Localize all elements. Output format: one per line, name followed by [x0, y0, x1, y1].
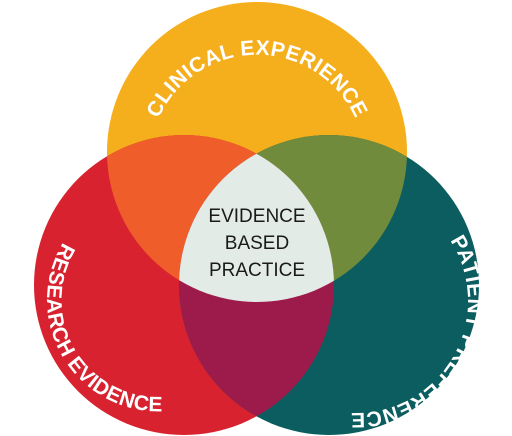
center-label-line-3: PRACTICE [209, 260, 305, 281]
center-label-line-2: BASED [225, 233, 289, 254]
center-label-line-1: EVIDENCE [208, 206, 305, 227]
